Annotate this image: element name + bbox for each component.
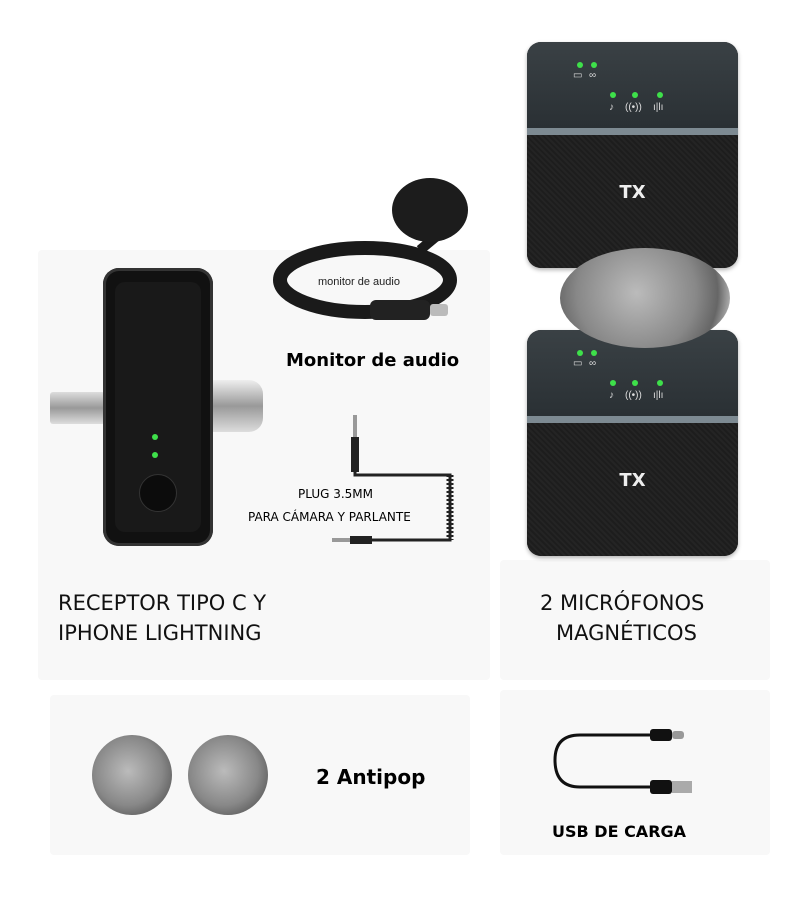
cable-label: monitor de audio (318, 276, 400, 288)
transmitter-2: ▭ ∞ ♪ ((•)) ı|lı TX (527, 330, 738, 556)
monitor-title: Monitor de audio (286, 350, 460, 371)
usb-c-connector (205, 380, 263, 432)
usb-panel (500, 690, 770, 855)
battery-icon: ▭ (573, 358, 583, 369)
plug-line-1: PLUG 3.5MM (298, 487, 374, 501)
antipop-2 (188, 735, 268, 815)
led-icon (152, 434, 158, 440)
fur-windscreen (560, 248, 730, 348)
mic-icon: ♪ (609, 102, 614, 113)
monitor-earphone-image (273, 178, 468, 320)
mic-icon: ♪ (609, 390, 614, 401)
jack-cable-image (332, 415, 454, 544)
tx-label: TX (619, 182, 646, 203)
tx-label: TX (619, 470, 646, 491)
receiver-caption-1: RECEPTOR TIPO C Y (58, 591, 267, 615)
usb-cable-image (553, 729, 692, 794)
noise-icon: ı|lı (653, 102, 664, 113)
receiver-caption-2: IPHONE LIGHTNING (58, 621, 262, 645)
antipop-label: 2 Antipop (316, 765, 426, 789)
mic-caption-1: 2 MICRÓFONOS (540, 591, 705, 615)
usb-label: USB DE CARGA (552, 822, 687, 841)
led-icon (152, 452, 158, 458)
link-icon: ∞ (589, 358, 597, 369)
lightning-connector (50, 392, 105, 424)
signal-icon: ((•)) (625, 390, 642, 401)
transmitter-1: ▭ ∞ ♪ ((•)) ı|lı TX (527, 42, 738, 268)
signal-icon: ((•)) (625, 102, 642, 113)
plug-line-2: PARA CÁMARA Y PARLANTE (248, 510, 411, 524)
mic-caption-2: MAGNÉTICOS (556, 621, 697, 645)
receiver-button (139, 474, 177, 512)
antipop-1 (92, 735, 172, 815)
mic-caption-panel (500, 560, 770, 680)
noise-icon: ı|lı (653, 390, 664, 401)
battery-icon: ▭ (573, 70, 583, 81)
link-icon: ∞ (589, 70, 597, 81)
